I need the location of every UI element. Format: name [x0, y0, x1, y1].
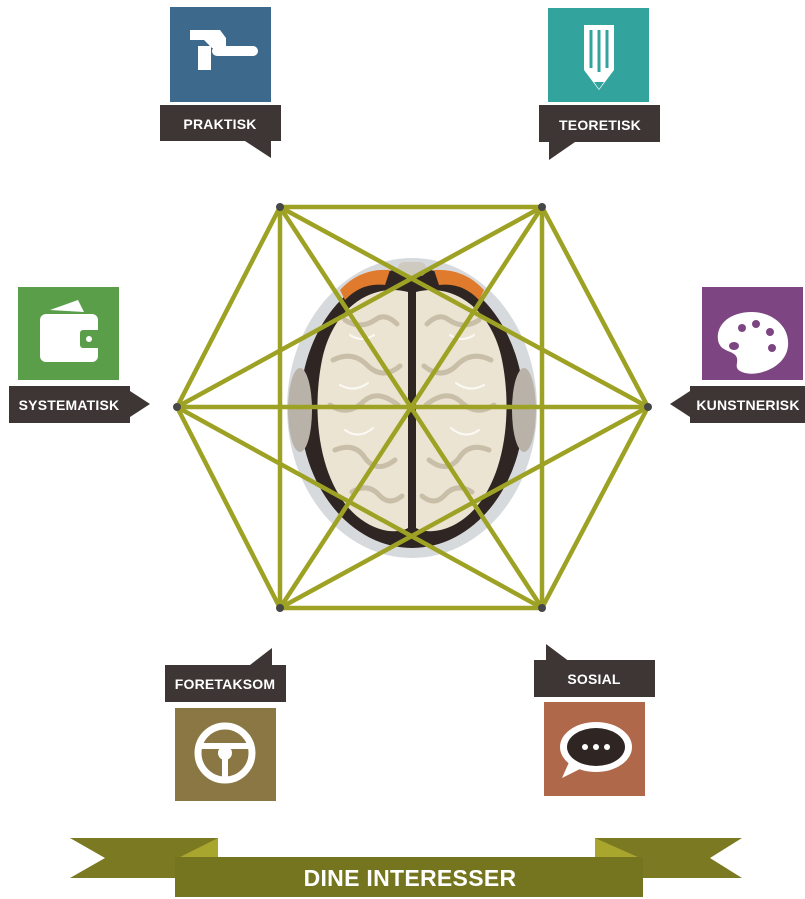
category-sosial: SOSIAL [534, 644, 655, 796]
palette-icon [717, 312, 789, 374]
systematisk-label-bg [9, 386, 130, 423]
speech-bubble-icon [560, 722, 632, 778]
praktisk-label-bg [160, 105, 281, 141]
sosial-label: SOSIAL [567, 671, 621, 687]
category-kunstnerisk: KUNSTNERISK [670, 287, 805, 423]
category-foretaksom: FORETAKSOM [165, 648, 286, 801]
wallet-icon [40, 300, 102, 362]
foretaksom-label: FORETAKSOM [175, 676, 276, 692]
hammer-icon [190, 30, 258, 70]
teoretisk-label: TEORETISK [559, 117, 641, 133]
banner-title: DINE INTERESSER [304, 865, 517, 891]
praktisk-label: PRAKTISK [183, 116, 256, 132]
foretaksom-label-bg [165, 665, 286, 702]
systematisk-label: SYSTEMATISK [19, 397, 120, 413]
category-teoretisk: TEORETISK [539, 8, 660, 160]
sosial-label-bg [534, 660, 655, 697]
steering-wheel-icon [194, 722, 256, 784]
category-praktisk: PRAKTISK [160, 7, 281, 158]
pencil-icon [584, 25, 614, 90]
kunstnerisk-label: KUNSTNERISK [696, 397, 799, 413]
category-systematisk: SYSTEMATISK [9, 287, 150, 423]
teoretisk-label-bg [539, 105, 660, 142]
banner-ribbon: DINE INTERESSER [70, 838, 742, 897]
hexagon-vertices [173, 203, 652, 612]
kunstnerisk-label-bg [690, 386, 805, 423]
